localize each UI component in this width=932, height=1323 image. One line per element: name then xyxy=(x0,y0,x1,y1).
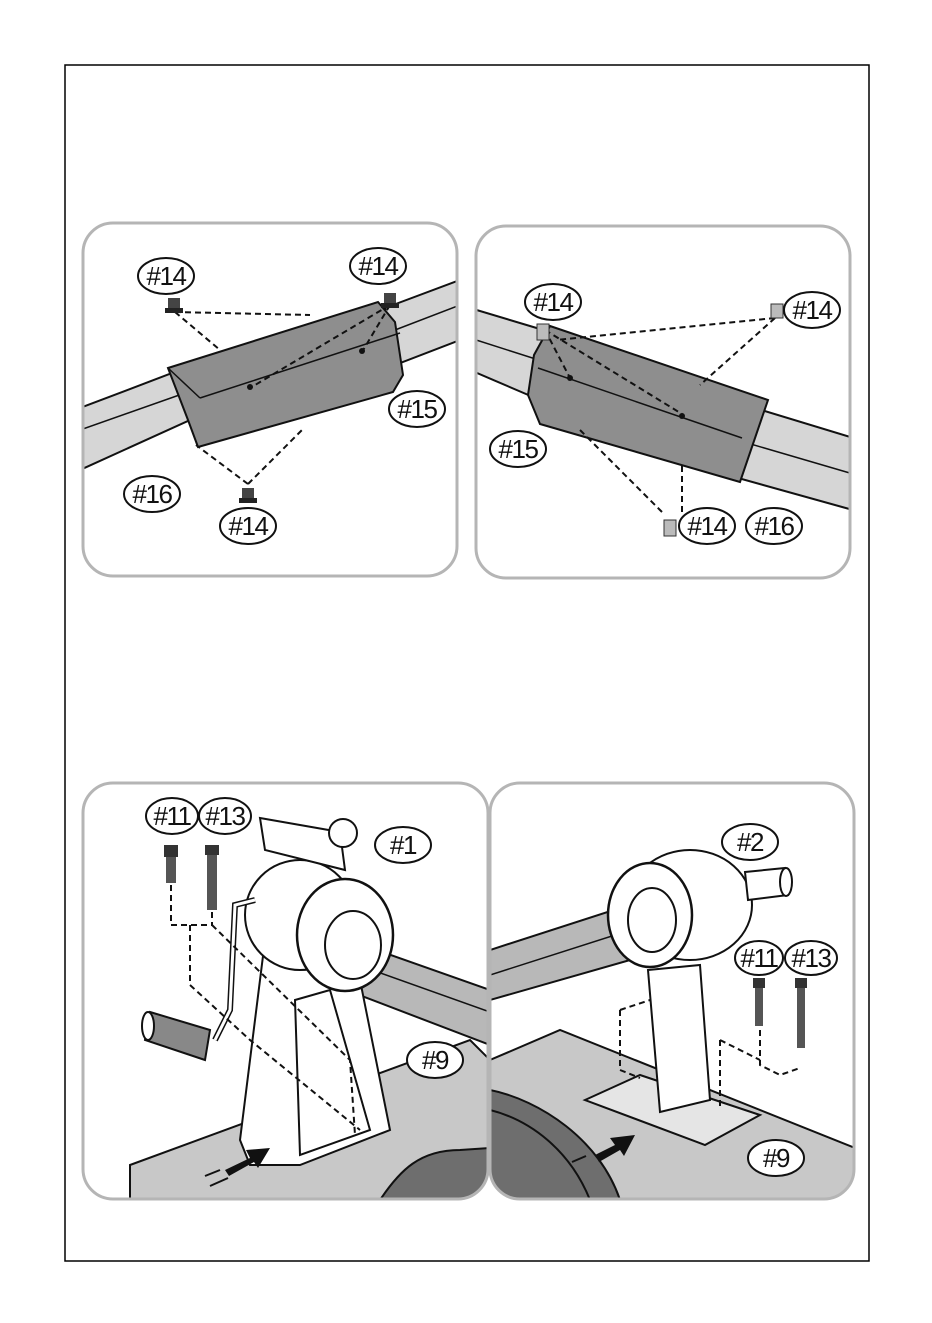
reel-post xyxy=(648,965,710,1112)
svg-text:#15: #15 xyxy=(398,394,438,424)
bolt-icon xyxy=(795,978,807,1048)
part-label: #14 xyxy=(525,284,581,320)
part-label: #14 xyxy=(220,508,276,544)
part-label: #9 xyxy=(407,1042,463,1078)
screw-icon xyxy=(664,520,676,536)
part-label: #15 xyxy=(490,431,546,467)
part-label: #14 xyxy=(679,508,735,544)
sleeve-connector xyxy=(528,326,768,482)
panel-bottom-right: #2 #11 #13 #9 xyxy=(490,783,860,1200)
svg-text:#14: #14 xyxy=(688,511,728,541)
part-label: #15 xyxy=(389,391,445,427)
svg-text:#14: #14 xyxy=(229,511,269,541)
panel-bottom-left: #11 #13 #1 #9 xyxy=(83,783,490,1200)
svg-text:#11: #11 xyxy=(154,801,192,831)
svg-text:#14: #14 xyxy=(793,295,833,325)
panel-top-left: #14 #14 #15 #16 #14 xyxy=(80,223,460,576)
part-label: #14 xyxy=(784,292,840,328)
svg-text:#2: #2 xyxy=(737,827,764,857)
part-label: #1 xyxy=(375,827,431,863)
part-label: #14 xyxy=(138,258,194,294)
part-label: #13 xyxy=(199,798,251,834)
part-label: #11 xyxy=(146,798,198,834)
part-label: #16 xyxy=(124,476,180,512)
svg-text:#9: #9 xyxy=(422,1045,449,1075)
crank-grip xyxy=(142,1012,210,1060)
svg-text:#16: #16 xyxy=(133,479,173,509)
screw-icon xyxy=(771,304,783,318)
svg-text:#11: #11 xyxy=(741,943,779,973)
svg-text:#15: #15 xyxy=(499,434,539,464)
screw-icon xyxy=(381,293,399,308)
svg-text:#14: #14 xyxy=(534,287,574,317)
screw-icon xyxy=(537,324,549,340)
screw-icon xyxy=(165,298,183,313)
part-label: #16 xyxy=(746,508,802,544)
sleeve-connector xyxy=(168,302,403,447)
svg-text:#14: #14 xyxy=(359,251,399,281)
svg-text:#13: #13 xyxy=(206,801,246,831)
part-label: #14 xyxy=(350,248,406,284)
bolt-icon xyxy=(753,978,765,1026)
bolt-icon xyxy=(205,845,219,910)
part-label: #2 xyxy=(722,824,778,860)
panel-top-right: #14 #14 #15 #14 #16 xyxy=(470,226,860,578)
part-label: #9 xyxy=(748,1140,804,1176)
screw-icon xyxy=(239,488,257,503)
part-label: #11 xyxy=(735,941,783,975)
svg-text:#16: #16 xyxy=(755,511,795,541)
svg-text:#14: #14 xyxy=(147,261,187,291)
part-label: #13 xyxy=(785,941,837,975)
svg-text:#1: #1 xyxy=(390,830,417,860)
svg-text:#13: #13 xyxy=(792,943,832,973)
svg-text:#9: #9 xyxy=(763,1143,790,1173)
bolt-icon xyxy=(164,845,178,883)
